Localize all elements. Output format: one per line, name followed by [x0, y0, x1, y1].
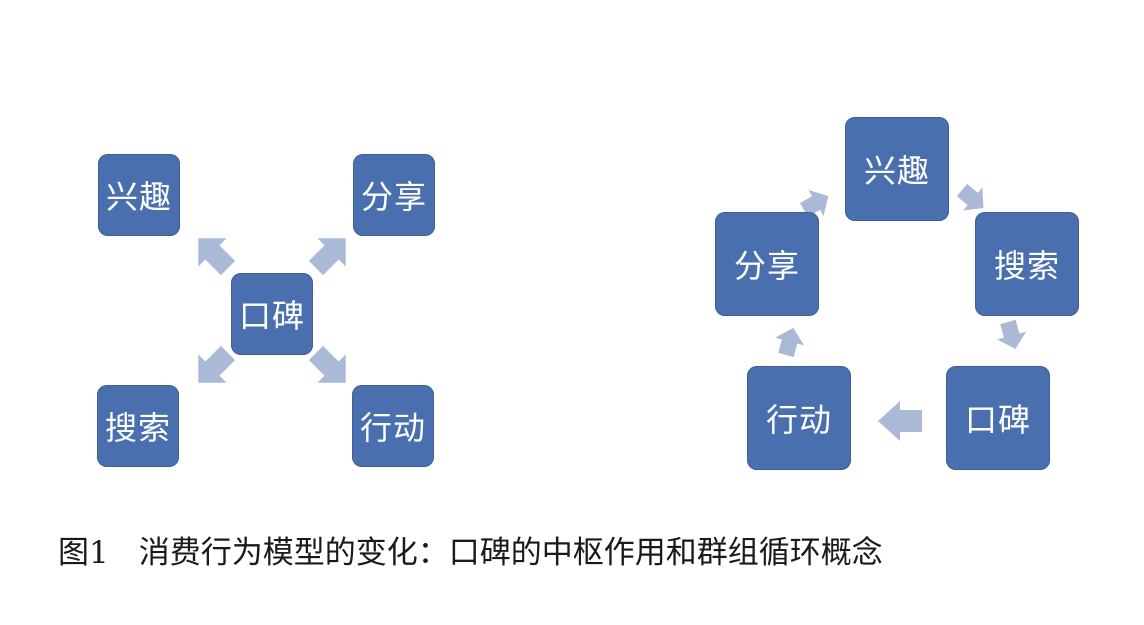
node-interest-right: 兴趣 [845, 117, 949, 221]
node-word-of-mouth-center: 口碑 [231, 273, 313, 355]
arrow-wom-to-action [878, 401, 922, 441]
node-word-of-mouth-right: 口碑 [946, 366, 1050, 470]
arrow-interest-to-search [956, 183, 984, 211]
node-action-left: 行动 [352, 385, 434, 467]
node-search-left: 搜索 [97, 385, 179, 467]
node-share-right: 分享 [715, 212, 819, 316]
node-interest-left: 兴趣 [98, 154, 180, 236]
arrow-to-action [308, 345, 346, 383]
arrow-to-interest [198, 238, 236, 276]
node-label: 兴趣 [863, 152, 930, 190]
node-action-right: 行动 [747, 366, 851, 470]
node-label: 口碑 [238, 297, 305, 335]
node-label: 口碑 [964, 401, 1031, 439]
figure-caption-text: 消费行为模型的变化：口碑的中枢作用和群组循环概念 [138, 535, 883, 571]
arrow-to-share [308, 238, 346, 276]
node-search-right: 搜索 [975, 212, 1079, 316]
figure-number: 图1 [58, 535, 109, 571]
arrow-to-search [198, 345, 236, 383]
arrow-share-to-interest [800, 190, 829, 217]
node-share-left: 分享 [353, 154, 435, 236]
arrow-action-to-share [775, 327, 805, 358]
node-label: 搜索 [993, 247, 1060, 285]
node-label: 分享 [733, 247, 800, 285]
node-label: 行动 [765, 401, 832, 439]
node-label: 行动 [359, 409, 426, 447]
node-label: 兴趣 [105, 178, 172, 216]
figure-caption: 图1 消费行为模型的变化：口碑的中枢作用和群组循环概念 [58, 527, 883, 572]
node-label: 分享 [360, 178, 427, 216]
arrow-search-to-wom [997, 319, 1027, 350]
node-label: 搜索 [104, 409, 171, 447]
